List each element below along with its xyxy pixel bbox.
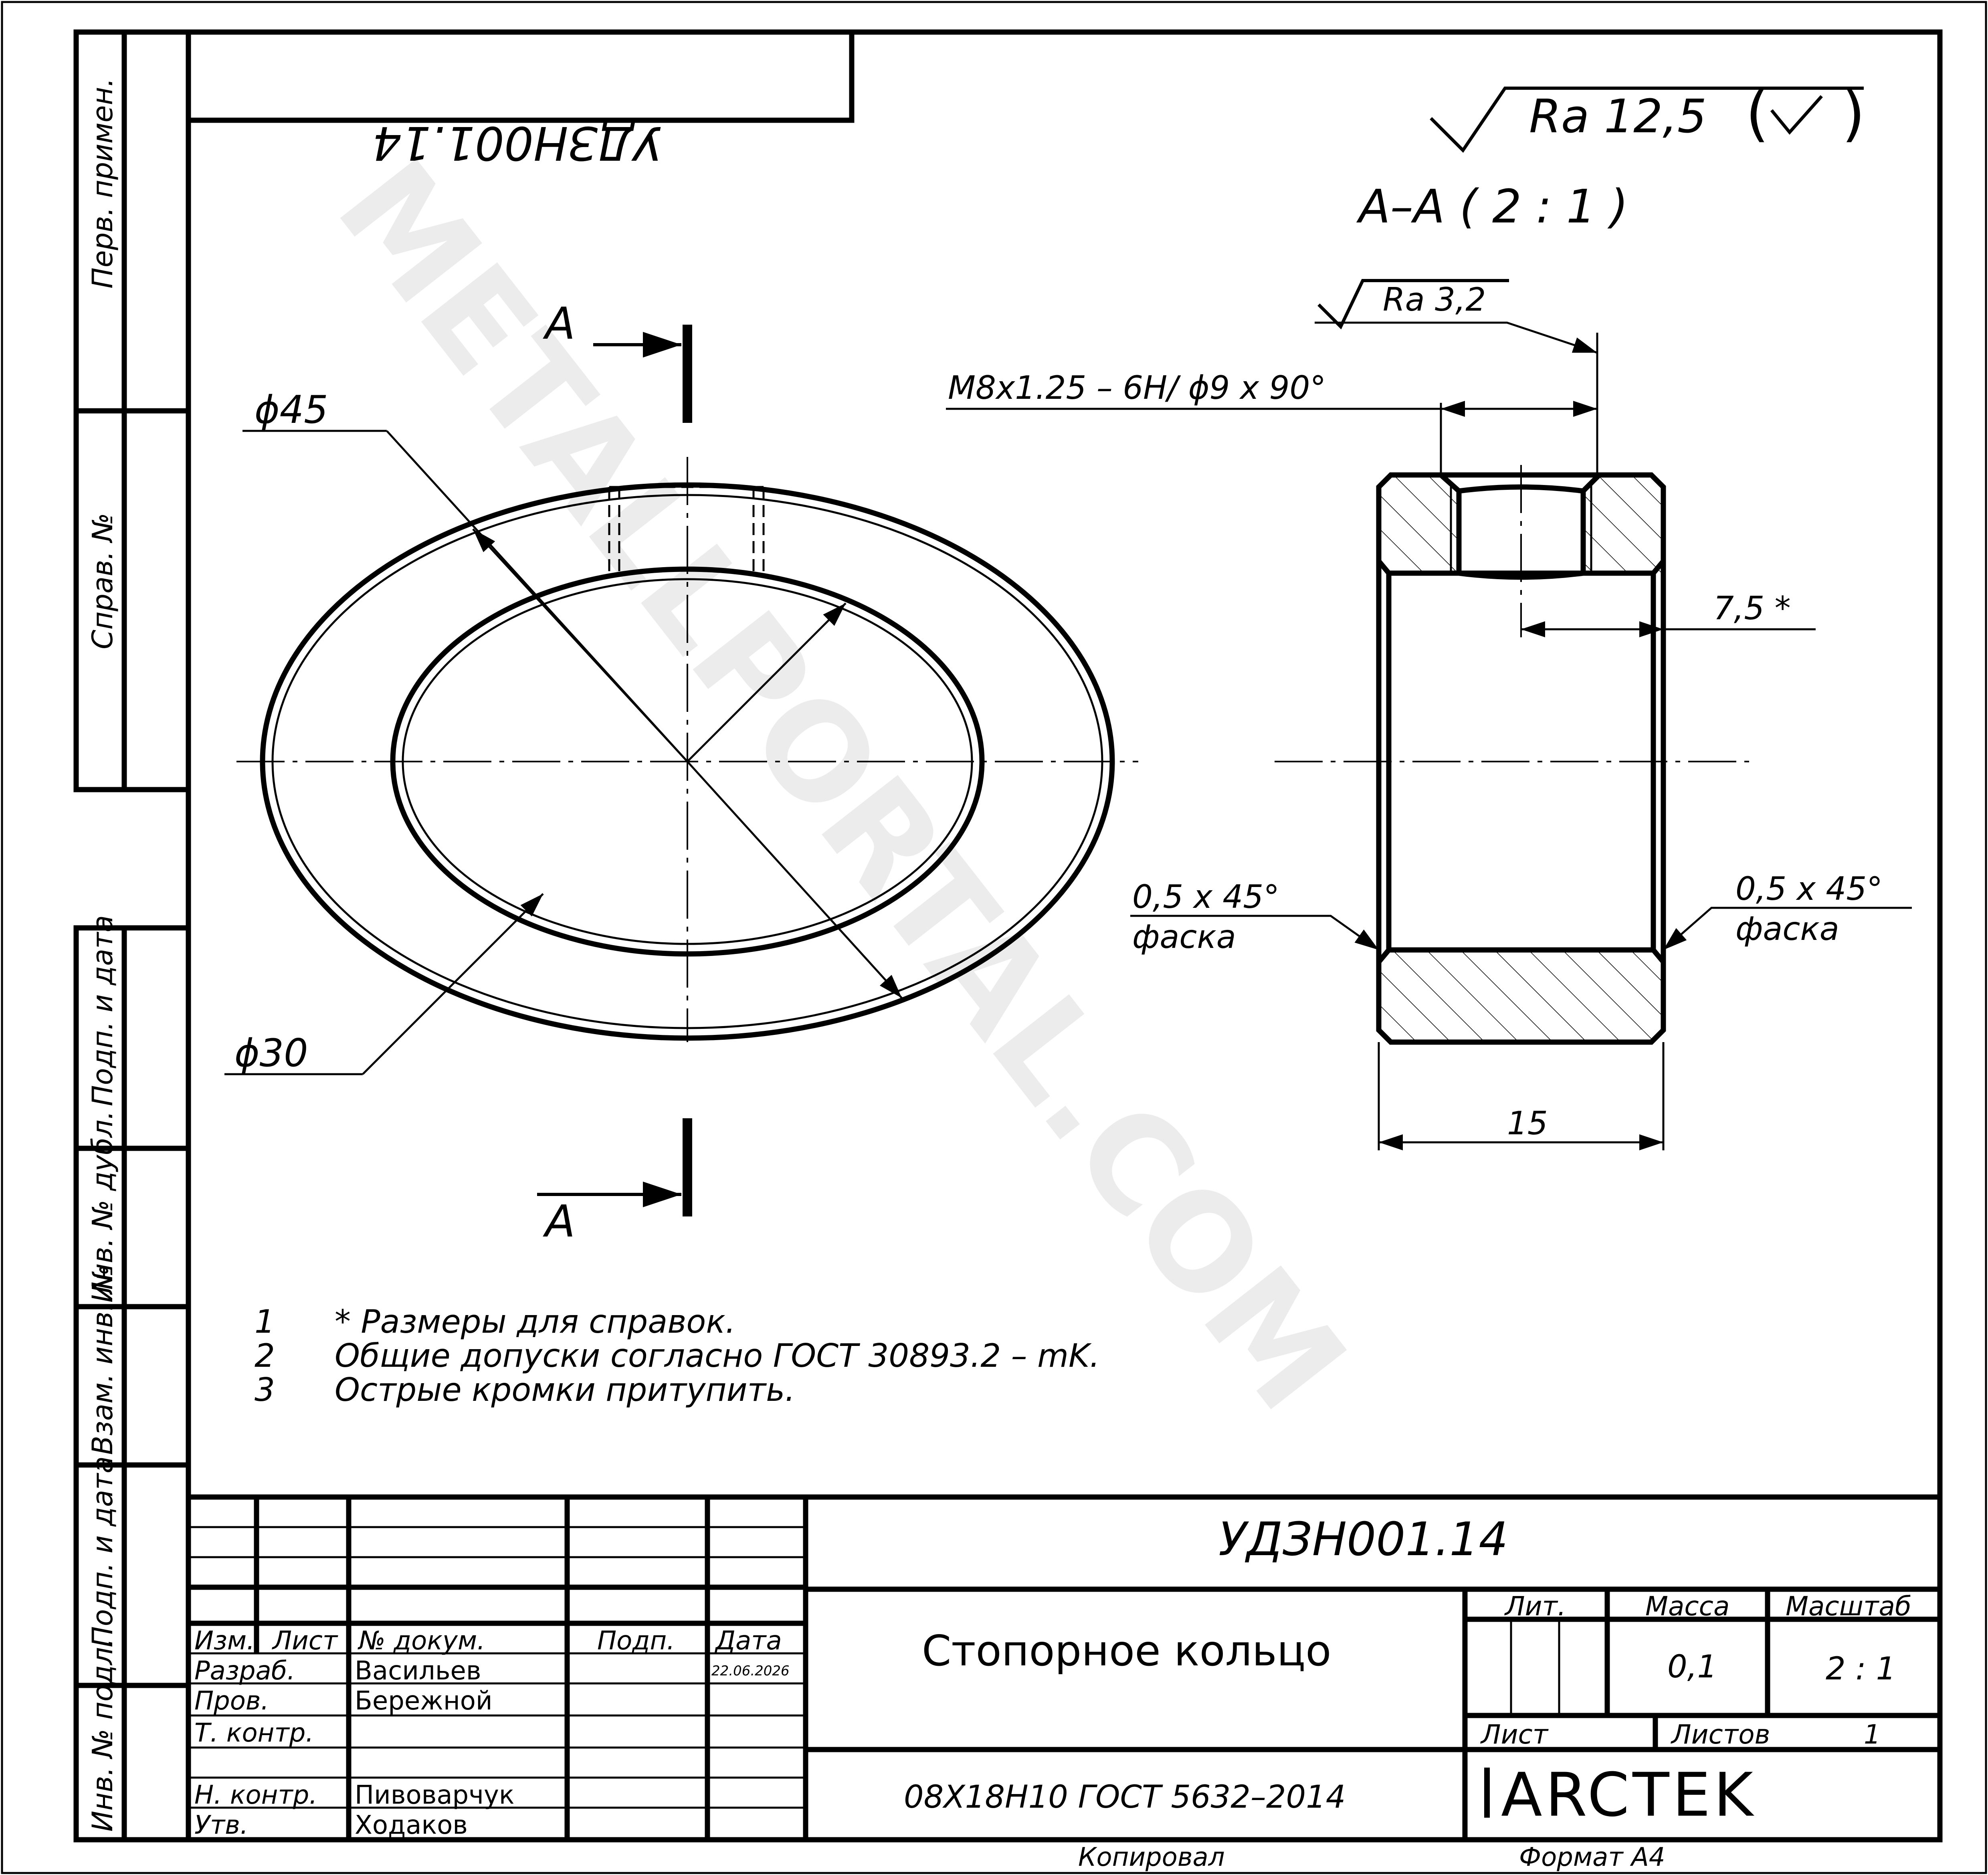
date-razrab: 22.06.2026 (711, 1663, 790, 1679)
side-label-podp1: Подп. и дата (86, 915, 119, 1106)
sheets-label: Листов (1671, 1719, 1770, 1750)
hdr-podp: Подп. (597, 1626, 675, 1656)
hdr-list: Лист (272, 1626, 338, 1656)
note-3-num: 3 (255, 1371, 275, 1408)
watermark: METALLPORTAL.COM (308, 133, 1375, 1439)
note-1-text: * Размеры для справок. (335, 1303, 735, 1340)
sheet-label: Лист (1480, 1719, 1549, 1750)
lit-label: Лит. (1504, 1591, 1566, 1622)
company-logo: ARCTEK (1501, 1760, 1756, 1830)
format-label: Формат А4 (1519, 1843, 1665, 1872)
section-view: M8x1.25 – 6H/ ϕ9 x 90° Ra 3,2 7,5 * 15 0… (946, 279, 1912, 1150)
dim-outer: ϕ45 (255, 388, 328, 432)
name-nkontr: Пивоварчук (355, 1780, 515, 1810)
note-2-num: 2 (255, 1337, 275, 1374)
front-view: ϕ45 ϕ30 А А (224, 298, 1138, 1247)
roughness-general: Ra 12,5 (1529, 90, 1707, 143)
dim-inner: ϕ30 (234, 1031, 308, 1075)
svg-text:): ) (1842, 79, 1865, 149)
designation-box (186, 29, 855, 123)
check-icon (1770, 95, 1823, 135)
side-label-perv: Перв. примен. (86, 78, 119, 289)
roughness-bore: Ra 3,2 (1383, 281, 1486, 318)
hdr-doc: № докум. (358, 1626, 485, 1656)
name-razrab: Васильев (355, 1656, 481, 1686)
title-block: Изм. Лист № докум. Подп. Дата Разраб. Пр… (188, 1494, 1940, 1872)
chamfer-right-size: 0,5 x 45° (1735, 870, 1883, 907)
mass-label: Масса (1645, 1591, 1729, 1622)
designation: УДЗН001.14 (1218, 1513, 1508, 1566)
section-label: А–А ( 2 : 1 ) (1356, 180, 1628, 234)
note-1-num: 1 (255, 1303, 275, 1340)
mass-value: 0,1 (1667, 1649, 1717, 1685)
note-3-text: Острые кромки притупить. (335, 1371, 795, 1408)
role-prov: Пров. (194, 1686, 269, 1716)
side-label-sprav: Справ. № (86, 513, 119, 649)
side-label-inv-dubl: Инв. № дубл. (86, 1111, 119, 1303)
roughness-general-symbol: Ra 12,5 ( ) (1430, 79, 1865, 153)
role-razrab: Разраб. (194, 1656, 295, 1686)
material: 08Х18Н10 ГОСТ 5632–2014 (904, 1779, 1346, 1815)
name-prov: Бережной (355, 1686, 493, 1716)
thread-callout: M8x1.25 – 6H/ ϕ9 x 90° (948, 369, 1326, 406)
note-2-text: Общие допуски согласно ГОСТ 30893.2 – mK… (335, 1337, 1100, 1374)
name-utv: Ходаков (355, 1810, 468, 1840)
side-columns: Перв. примен. Справ. № Подп. и дата Инв.… (73, 29, 191, 1843)
sheets-value: 1 (1864, 1719, 1881, 1750)
chamfer-left-size: 0,5 x 45° (1132, 878, 1279, 915)
chamfer-left-word: фаска (1132, 918, 1236, 956)
section-mark-top: А (543, 298, 575, 349)
dim-ref: 7,5 * (1713, 590, 1791, 627)
scale-label: Масштаб (1786, 1591, 1911, 1622)
side-label-podp2: Подп. и дата (86, 1456, 119, 1647)
part-name: Стопорное кольцо (922, 1626, 1331, 1675)
notes: 1 * Размеры для справок. 2 Общие допуски… (255, 1303, 1100, 1408)
hdr-date: Дата (714, 1626, 782, 1656)
chamfer-right-word: фаска (1735, 910, 1839, 948)
svg-text:(: ( (1746, 79, 1769, 149)
role-tkontr: Т. контр. (194, 1718, 314, 1748)
side-label-vzam: Взам. инв. № (86, 1265, 119, 1455)
section-mark-bottom: А (543, 1196, 575, 1247)
role-utv: Утв. (194, 1810, 248, 1840)
dim-width: 15 (1507, 1105, 1548, 1142)
scale-value: 2 : 1 (1826, 1651, 1896, 1687)
side-label-inv-podl: Инв. № подл. (86, 1638, 119, 1832)
designation-mirrored: УДЗН001.14 (372, 116, 662, 170)
hdr-izm: Изм. (194, 1626, 255, 1656)
role-nkontr: Н. контр. (194, 1780, 317, 1810)
copied-label: Копировал (1078, 1843, 1225, 1872)
